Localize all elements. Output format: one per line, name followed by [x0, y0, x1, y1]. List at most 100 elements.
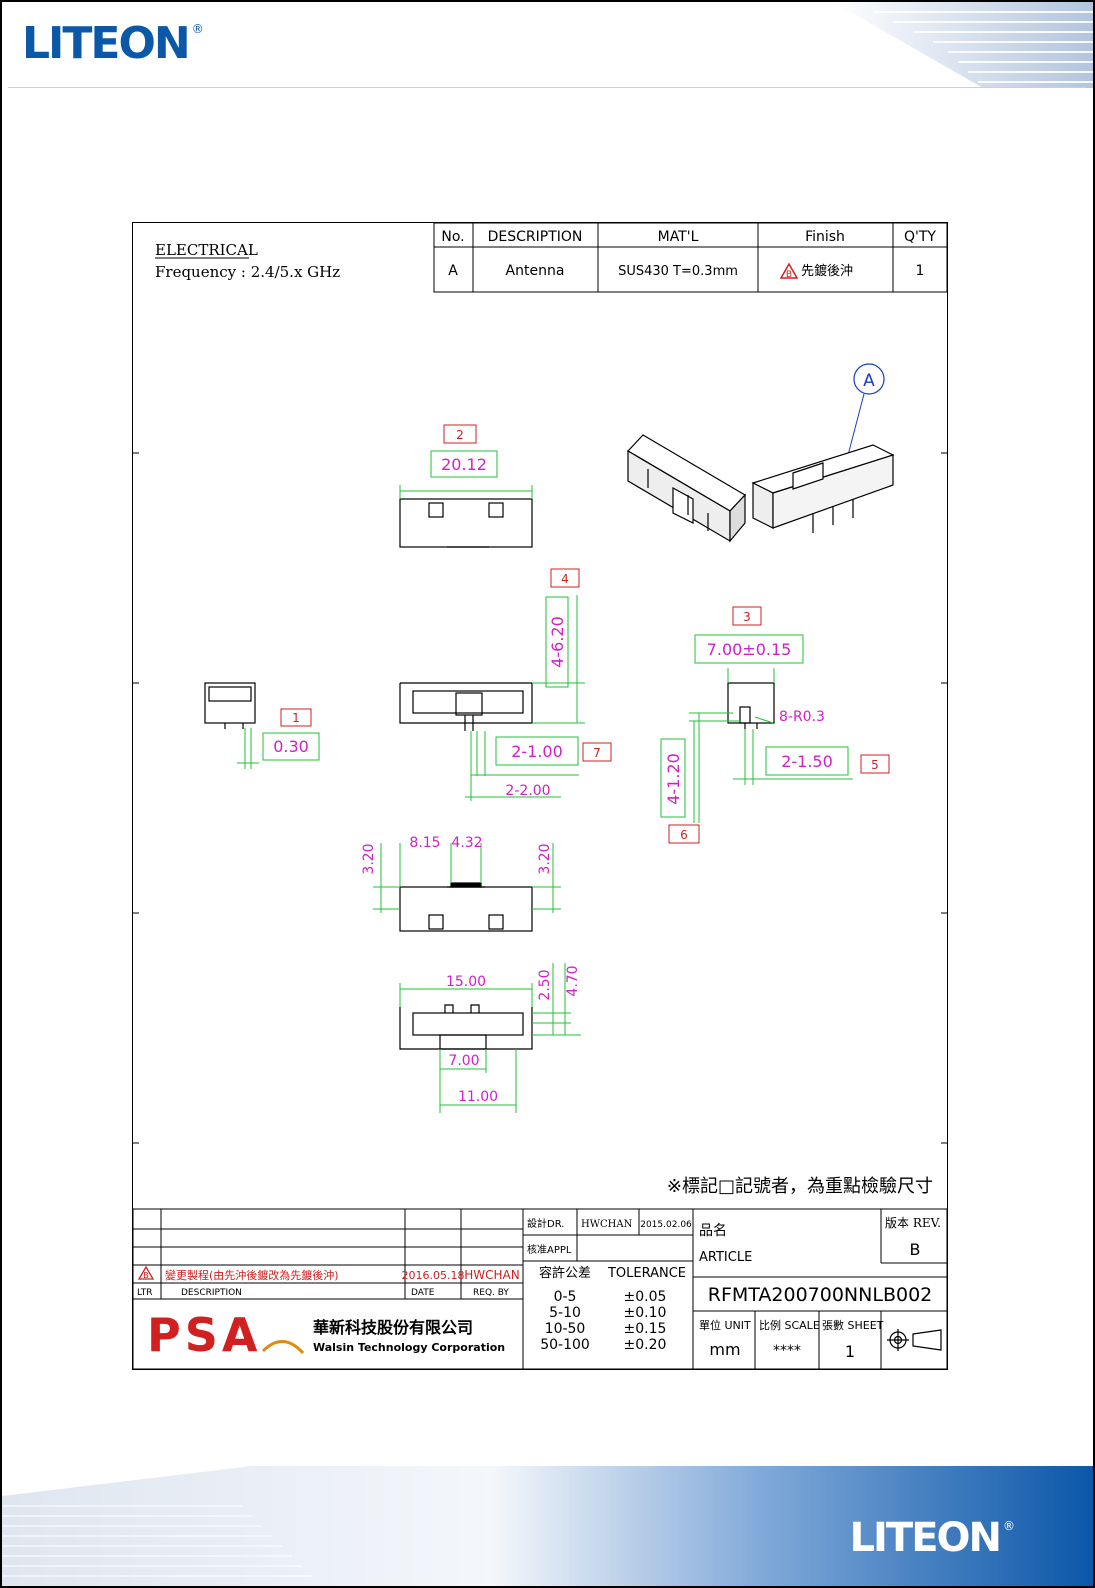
dim-pitch-value: 2-2.00 — [505, 783, 550, 799]
scale-label: 比例 SCALE — [759, 1318, 820, 1332]
tolerance-table: 0-5 ±0.05 5-10 ±0.10 10-50 ±0.15 50-100 … — [540, 1289, 666, 1353]
dim-4-tag-label: 4 — [561, 572, 569, 586]
dim-2-value: 20.12 — [441, 455, 487, 474]
dim-5-box — [765, 746, 849, 776]
header-decoration — [833, 2, 1093, 88]
svg-text:B: B — [786, 270, 792, 280]
side-view-small — [204, 682, 256, 729]
sheet-label: 張數 SHEET — [822, 1319, 884, 1332]
bom-qty: 1 — [916, 263, 925, 279]
dim-1-tag — [280, 708, 312, 727]
sheet-value: 1 — [845, 1342, 855, 1361]
revision-warning-icon: B — [137, 1265, 155, 1280]
dim-1-value: 0.30 — [273, 737, 309, 756]
article-number: RFMTA200700NNLB002 — [708, 1284, 933, 1306]
isometric-view-left — [627, 434, 746, 543]
dim-1-tag-label: 1 — [292, 711, 300, 725]
article-label-cn: 品名 — [699, 1223, 727, 1239]
col-req: REQ. BY — [473, 1288, 509, 1298]
dim-4-value: 4-6.20 — [548, 616, 567, 668]
engineering-drawing: ELECTRICAL Frequency : 2.4/5.x GHz No. D… — [132, 222, 948, 1370]
unit-label: 單位 UNIT — [699, 1318, 751, 1332]
bom-description: Antenna — [506, 263, 565, 279]
svg-text:±0.20: ±0.20 — [624, 1337, 667, 1353]
svg-text:±0.05: ±0.05 — [624, 1289, 667, 1305]
designer-name: HWCHAN — [581, 1219, 633, 1230]
revision-by: HWCHAN — [464, 1268, 519, 1282]
company-name-cn: 華新科技股份有限公司 — [313, 1318, 473, 1337]
bom-header-no: No. — [441, 229, 464, 245]
bom-header-material: MAT'L — [658, 229, 699, 245]
dim-front-width: 15.00 — [446, 974, 486, 990]
scale-value: **** — [773, 1343, 801, 1359]
finish-warning-icon: B — [779, 262, 799, 280]
dim-bottom-left: 3.20 — [361, 843, 377, 874]
spec-frequency: Frequency : 2.4/5.x GHz — [155, 263, 340, 281]
svg-text:±0.15: ±0.15 — [624, 1321, 667, 1337]
dim-6-tag-label: 6 — [680, 828, 688, 842]
tolerance-label: TOLERANCE — [607, 1266, 686, 1281]
revision-date: 2016.05.18 — [402, 1269, 465, 1282]
rev-value: B — [910, 1240, 921, 1259]
design-date: 2015.02.06 — [640, 1220, 692, 1230]
balloon-a-label: A — [863, 371, 875, 391]
dim-5-tag-label: 5 — [871, 758, 879, 772]
liteon-logo-header: LITEON® — [22, 18, 204, 69]
bom-header-description: DESCRIPTION — [488, 229, 583, 245]
dim-7-value: 2-1.00 — [511, 742, 563, 761]
top-view — [399, 498, 533, 548]
frame-ticks — [133, 452, 947, 1144]
col-date: DATE — [411, 1288, 435, 1298]
dim-7-tag — [582, 742, 612, 762]
dim-4-box — [545, 596, 569, 688]
inspection-note: ※標記□記號者，為重點檢驗尺寸 — [667, 1176, 933, 1197]
revision-description: 變更製程(由先沖後鍍改為先鍍後沖) — [165, 1268, 339, 1282]
svg-text:5-10: 5-10 — [549, 1305, 581, 1321]
dim-3-box — [694, 634, 804, 664]
projection-symbol-icon — [887, 1329, 942, 1351]
dim-3-tag — [732, 606, 762, 626]
front-view-middle — [399, 682, 533, 731]
article-label: ARTICLE — [699, 1250, 752, 1265]
dim-5-tag — [860, 754, 890, 774]
psa-logo: PSA — [147, 1308, 305, 1362]
dim-6-box — [660, 738, 686, 818]
footer-band — [2, 1466, 1093, 1586]
rev-label: 版本 REV. — [885, 1216, 941, 1230]
dim-front-h1: 2.50 — [537, 969, 553, 1000]
svg-text:PSA: PSA — [147, 1308, 261, 1362]
svg-text:±0.10: ±0.10 — [624, 1305, 667, 1321]
dim-front-h2: 4.70 — [565, 965, 581, 996]
dim-front-w2: 11.00 — [458, 1089, 498, 1105]
dim-6-value: 4-1.20 — [664, 753, 683, 805]
unit-value: mm — [709, 1340, 740, 1359]
dim-radius-value: 8-R0.3 — [779, 709, 825, 725]
bom-table — [433, 223, 947, 293]
designer-label: 設計DR. — [527, 1217, 564, 1230]
dim-bottom-a: 8.15 — [409, 835, 440, 851]
bom-no: A — [448, 263, 458, 279]
dim-6-tag — [668, 824, 700, 844]
spec-title: ELECTRICAL — [155, 241, 258, 259]
tolerance-label-cn: 容許公差 — [539, 1265, 591, 1281]
side-view-right — [727, 682, 775, 729]
dim-4-tag — [550, 568, 580, 588]
dim-5-value: 2-1.50 — [781, 752, 833, 771]
bottom-view — [399, 882, 533, 932]
bom-material: SUS430 T=0.3mm — [618, 264, 738, 279]
dim-3-tag-label: 3 — [743, 610, 751, 624]
bom-header-finish: Finish — [805, 229, 845, 245]
bom-header-qty: Q'TY — [904, 229, 936, 245]
svg-text:B: B — [143, 1271, 149, 1280]
dim-7-tag-label: 7 — [593, 746, 601, 760]
bom-finish: 先鍍後沖 — [801, 263, 853, 279]
dim-2-box — [430, 450, 498, 478]
dim-bottom-right: 3.20 — [537, 843, 553, 874]
dim-1-box — [262, 732, 320, 761]
dim-2-tag — [443, 424, 477, 444]
dim-2-tag-label: 2 — [456, 428, 464, 442]
svg-text:0-5: 0-5 — [554, 1289, 577, 1305]
title-block — [133, 1208, 947, 1369]
company-name-en: Walsin Technology Corporation — [313, 1341, 505, 1354]
